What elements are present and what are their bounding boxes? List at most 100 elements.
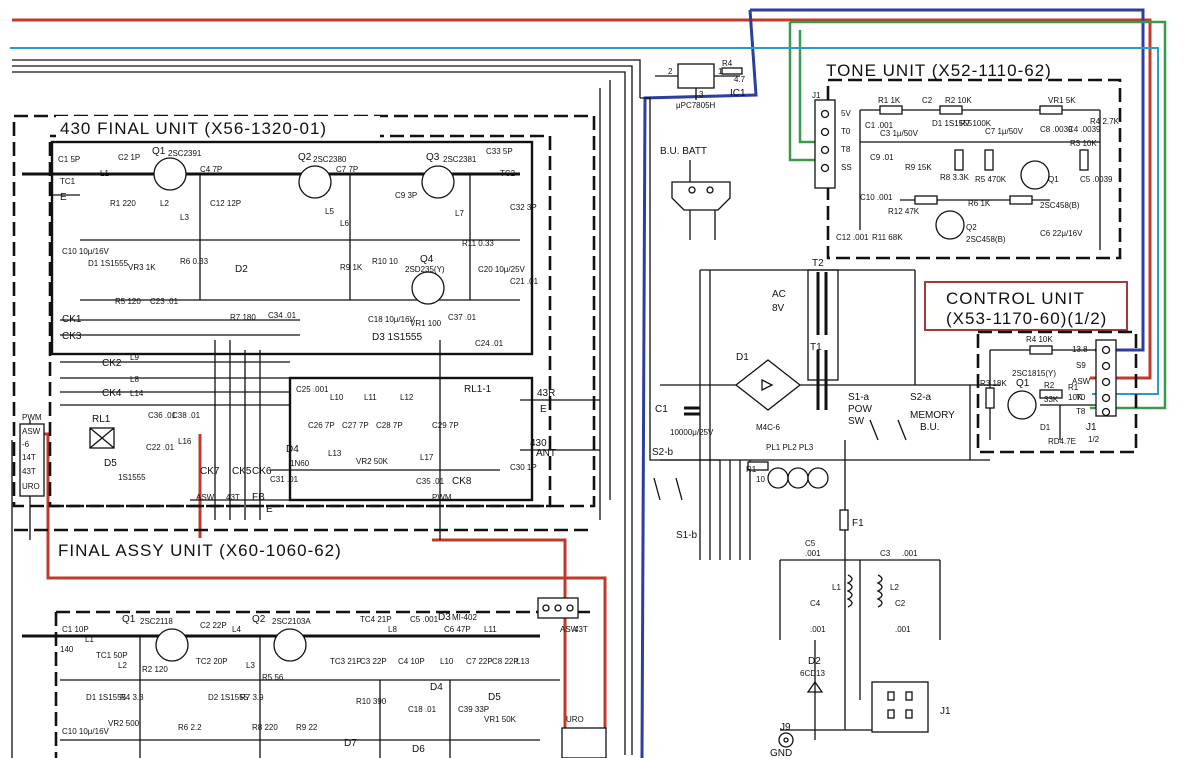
assy-d6: D6 bbox=[412, 744, 425, 755]
connector-pin-uro: URO bbox=[22, 482, 40, 491]
final-430-l6: L6 bbox=[340, 219, 349, 228]
tone-r4: R4 2.7K bbox=[1090, 117, 1120, 126]
assy-c3: C3 22P bbox=[360, 657, 387, 666]
final-430-r10: R10 10 bbox=[372, 257, 398, 266]
connector-pin-43t: 43T bbox=[22, 467, 36, 476]
final-430-ck5: CK5 bbox=[232, 466, 252, 477]
ic1-pin3: 3 bbox=[699, 90, 704, 99]
final-430-ant: ANT bbox=[536, 448, 556, 459]
final-430-fb: FB bbox=[252, 492, 265, 503]
tone-r9: R9 15K bbox=[905, 163, 932, 172]
assy-l3: L3 bbox=[246, 661, 255, 670]
tone-r12: R12 47K bbox=[888, 207, 920, 216]
control-r4: R4 10K bbox=[1026, 335, 1053, 344]
power-r1-value: 10 bbox=[756, 475, 765, 484]
control-r2: R2 bbox=[1044, 381, 1055, 390]
power-c2-label: C2 bbox=[895, 599, 906, 608]
control-pin-asw: ASW bbox=[1072, 377, 1091, 386]
tone-c4: C4 .0039 bbox=[1068, 125, 1101, 134]
final-430-l12: L12 bbox=[400, 393, 414, 402]
final-430-q3-part: 2SC2381 bbox=[443, 155, 477, 164]
final-430-tc2: TC2 bbox=[500, 169, 516, 178]
power-c4-label: C4 bbox=[810, 599, 821, 608]
final-430-e2: E bbox=[540, 404, 547, 415]
power-ac-label: AC bbox=[772, 289, 786, 300]
final-430-e: E bbox=[60, 192, 67, 203]
control-r1-value: 10K bbox=[1068, 393, 1083, 402]
tone-c3: C3 1μ/50V bbox=[880, 129, 919, 138]
assy-d3: D3 bbox=[438, 612, 451, 623]
assy-c18: C18 .01 bbox=[408, 705, 437, 714]
assy-r6: R6 2.2 bbox=[178, 723, 202, 732]
tone-q2-part: 2SC458(B) bbox=[966, 235, 1006, 244]
power-c1-label: C1 bbox=[655, 404, 668, 415]
power-s2a-label: S2-a bbox=[910, 392, 932, 403]
assy-43t: 43T bbox=[574, 625, 588, 634]
assy-tc3: TC3 21P bbox=[330, 657, 362, 666]
control-d1: D1 bbox=[1040, 423, 1051, 432]
assy-q1: Q1 bbox=[122, 614, 136, 625]
assy-vr2: VR2 500 bbox=[108, 719, 140, 728]
final-430-d5-part: 1S1555 bbox=[118, 473, 146, 482]
assy-q1-part: 2SC2118 bbox=[140, 617, 173, 626]
final-430-vr2: VR2 50K bbox=[356, 457, 389, 466]
assy-c6: C6 47P bbox=[444, 625, 471, 634]
power-s1a-sw: SW bbox=[848, 416, 865, 427]
power-l2-label: L2 bbox=[890, 583, 899, 592]
final-430-r6: R6 0.33 bbox=[180, 257, 209, 266]
assy-uro: URO bbox=[566, 715, 584, 724]
final-430-vr3: VR3 1K bbox=[128, 263, 156, 272]
final-assy-title: FINAL ASSY UNIT (X60-1060-62) bbox=[58, 541, 342, 560]
final-430-tc1: TC1 bbox=[60, 177, 76, 186]
bu-batt-label: B.U. BATT bbox=[660, 146, 707, 157]
final-430-q4-part: 2SD235(Y) bbox=[405, 265, 445, 274]
control-unit-title: CONTROL UNIT bbox=[946, 289, 1085, 308]
tone-c9: C9 .01 bbox=[870, 153, 894, 162]
final-430-c36: C36 .01 bbox=[148, 411, 177, 420]
final-430-c37: C37 .01 bbox=[448, 313, 477, 322]
tone-c7: C7 1μ/50V bbox=[985, 127, 1024, 136]
final-430-d2: D2 bbox=[235, 264, 248, 275]
assy-l1: L1 bbox=[85, 635, 94, 644]
final-430-c9: C9 3P bbox=[395, 191, 417, 200]
power-s1a-pow: POW bbox=[848, 404, 872, 415]
power-t1-label: T1 bbox=[810, 342, 822, 353]
tone-r8: R8 3.3K bbox=[940, 173, 970, 182]
final-430-c28: C28 7P bbox=[376, 421, 403, 430]
tone-pin-t8: T8 bbox=[841, 145, 851, 154]
assy-d3-part: MI-402 bbox=[452, 613, 477, 622]
power-c1-value: 10000μ/25V bbox=[670, 428, 714, 437]
ic1-r4-value: 4.7 bbox=[734, 75, 746, 84]
final-430-r5: R5 120 bbox=[115, 297, 141, 306]
control-j1: J1 bbox=[1086, 422, 1097, 433]
final-430-l17: L17 bbox=[420, 453, 434, 462]
control-r3: R3 18K bbox=[980, 379, 1007, 388]
final-430-unit-block: 430 FINAL UNIT (X56-1320-01) bbox=[12, 114, 600, 540]
final-430-c34: C34 .01 bbox=[268, 311, 297, 320]
assy-l4: L4 bbox=[232, 625, 241, 634]
power-gnd-label: GND bbox=[770, 748, 792, 758]
tone-c5: C5 .0039 bbox=[1080, 175, 1113, 184]
tone-r2: R2 10K bbox=[945, 96, 972, 105]
ic1-pin2: 2 bbox=[668, 67, 673, 76]
final-430-q3: Q3 bbox=[426, 152, 440, 163]
assy-c5: C5 .001 bbox=[410, 615, 439, 624]
final-430-c26: C26 7P bbox=[308, 421, 335, 430]
ic1-part-label: μPC7805H bbox=[676, 101, 716, 110]
tone-pin-ss: SS bbox=[841, 163, 852, 172]
final-430-q2-part: 2SC2380 bbox=[313, 155, 347, 164]
tone-r11: R11 68K bbox=[872, 233, 903, 242]
final-430-l3: L3 bbox=[180, 213, 189, 222]
assy-d4: D4 bbox=[430, 682, 443, 693]
power-ac-voltage: 8V bbox=[772, 303, 785, 314]
power-s1b-label: S1-b bbox=[676, 530, 698, 541]
final-430-title: 430 FINAL UNIT (X56-1320-01) bbox=[60, 119, 327, 138]
tone-c12: C12 .001 bbox=[836, 233, 869, 242]
power-s1a-label: S1-a bbox=[848, 392, 870, 403]
final-430-d3: D3 1S1555 bbox=[372, 332, 422, 343]
final-430-c29: C29 7P bbox=[432, 421, 459, 430]
final-430-l5: L5 bbox=[325, 207, 334, 216]
control-r2-value: 33K bbox=[1044, 395, 1059, 404]
final-430-c24: C24 .01 bbox=[475, 339, 504, 348]
final-430-d4: D4 bbox=[286, 444, 299, 455]
